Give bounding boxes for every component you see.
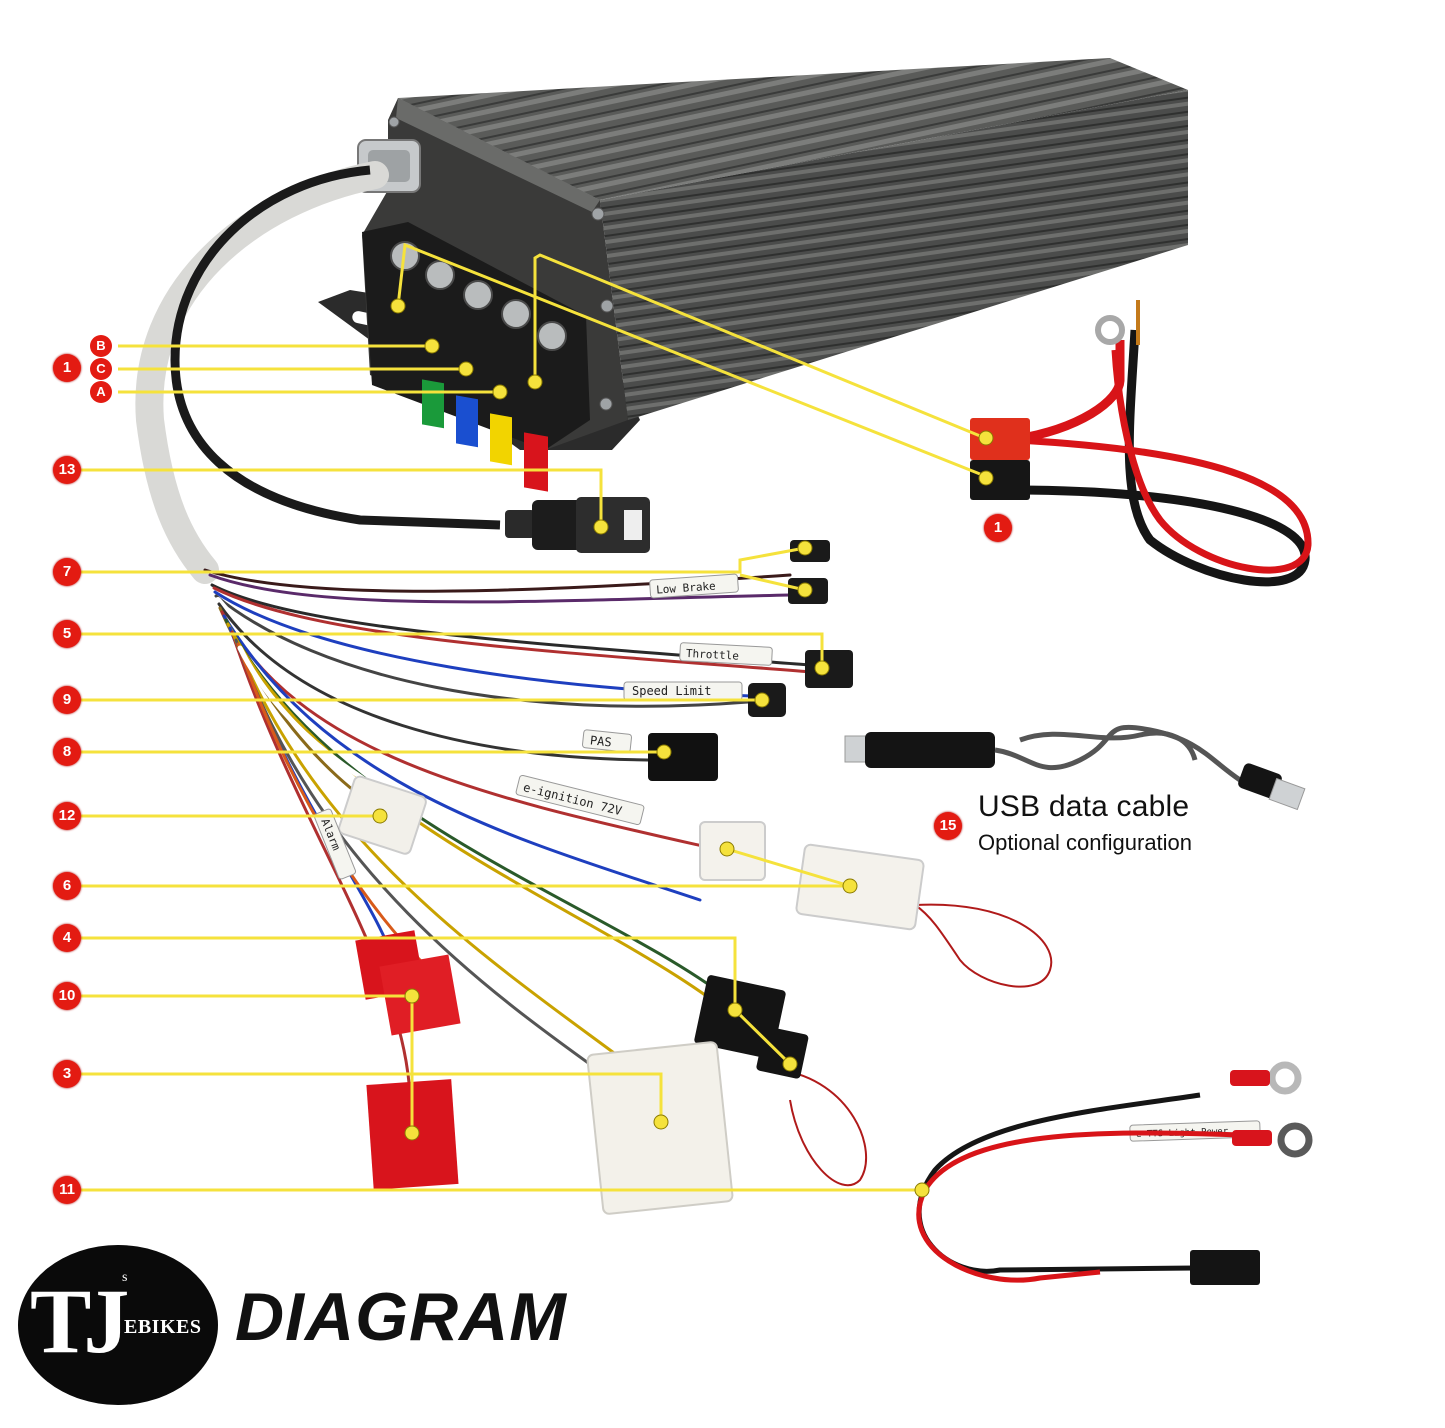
phase-green-tab: [422, 379, 444, 429]
leader-dots: [372, 298, 994, 1198]
tag-speed-limit: Speed Limit: [632, 684, 711, 698]
callout-1-phase: 1: [53, 354, 81, 382]
diagram-heading: DIAGRAM: [235, 1279, 567, 1355]
callout-13: 13: [53, 456, 81, 484]
callout-5: 5: [53, 620, 81, 648]
battery-cable: [970, 300, 1312, 587]
callout-4: 4: [53, 924, 81, 952]
usb-cable-title: USB data cable: [978, 790, 1190, 823]
power-red-tab: [524, 432, 548, 492]
callout-11: 11: [53, 1176, 81, 1204]
callout-8: 8: [53, 738, 81, 766]
phase-yellow-tab: [490, 413, 512, 466]
callout-10: 10: [53, 982, 81, 1010]
callout-9: 9: [53, 686, 81, 714]
logo-monogram: TJ: [30, 1270, 129, 1372]
usb-female-connector: [505, 497, 650, 553]
light-power-cable: [916, 1061, 1313, 1285]
wire-bundle: [203, 568, 814, 1132]
callout-3: 3: [53, 1060, 81, 1088]
leader-lines: [80, 242, 986, 1192]
brand-logo: [18, 1245, 218, 1405]
usb-cable-subtitle: Optional configuration: [978, 830, 1193, 855]
callout-12: 12: [53, 802, 81, 830]
logo-text: EBIKES: [124, 1316, 202, 1338]
phase-blue-tab: [456, 395, 478, 448]
phase-letter-c: C: [90, 358, 112, 380]
phase-letter-a: A: [90, 381, 112, 403]
callout-1-battery: 1: [984, 514, 1012, 542]
tag-pas: PAS: [589, 733, 612, 749]
callout-7: 7: [53, 558, 81, 586]
tag-throttle: Throttle: [686, 647, 740, 663]
tag-low-brake: Low Brake: [656, 580, 716, 597]
phase-letter-b: B: [90, 335, 112, 357]
callout-6: 6: [53, 872, 81, 900]
logo-superscript: s: [122, 1270, 128, 1285]
callout-15: 15: [934, 812, 962, 840]
usb-data-cable: [844, 724, 1306, 811]
